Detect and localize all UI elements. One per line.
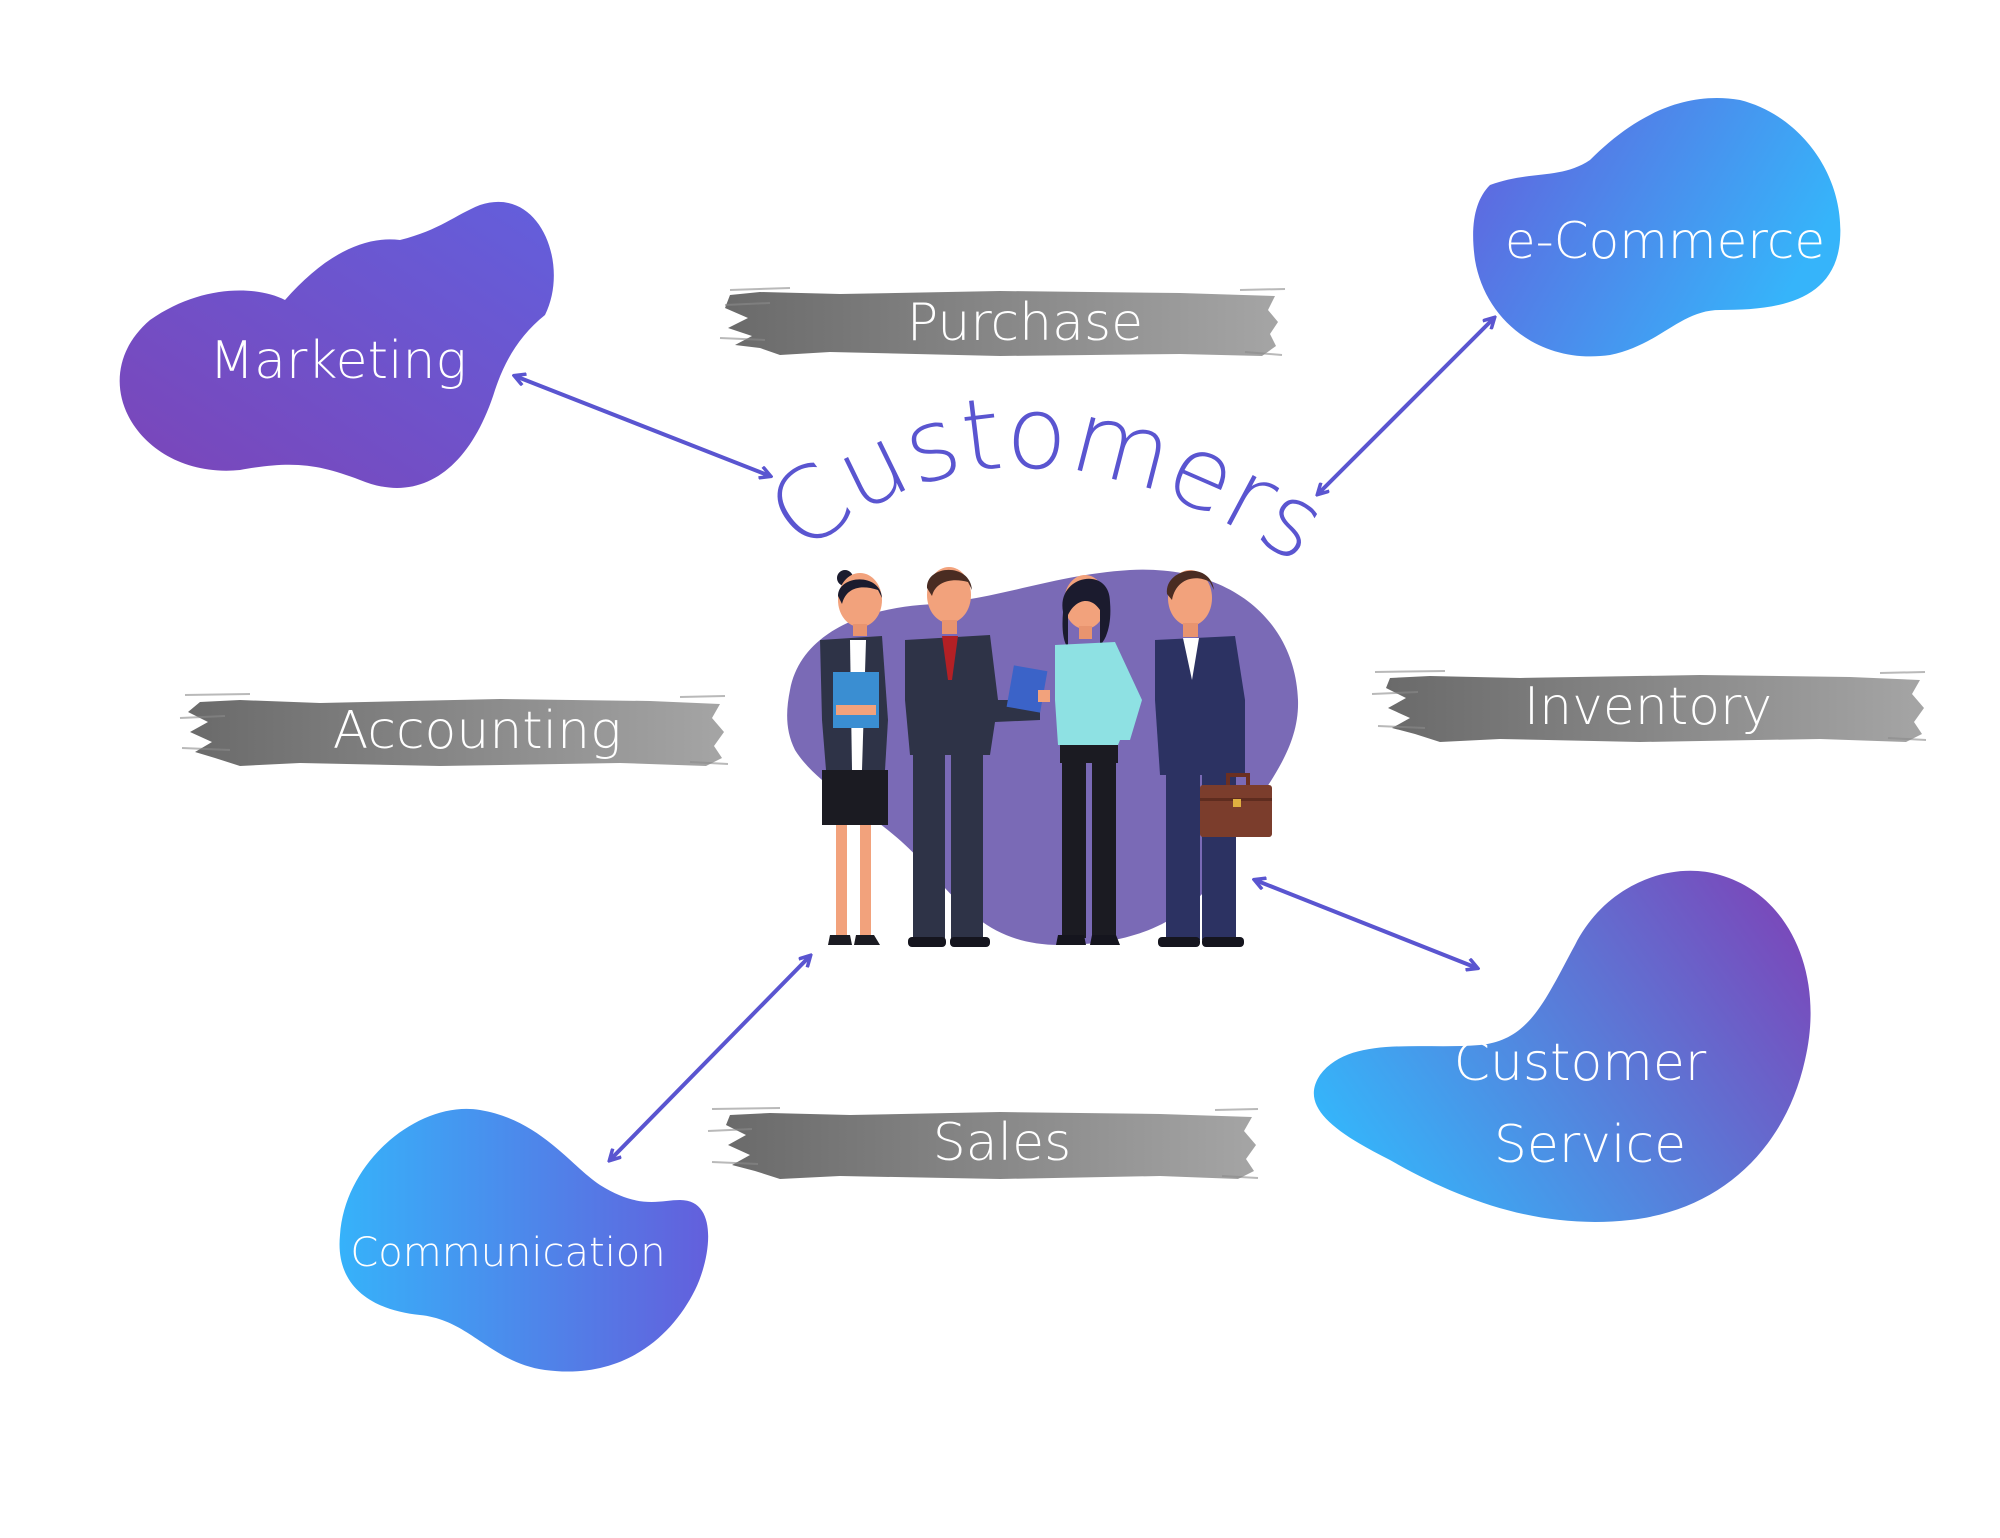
sales-stroke: Sales [707,1107,1259,1179]
accounting-brush-shape [188,699,724,766]
inventory-stroke: Inventory [1371,670,1927,742]
communication-blob: Communication [339,1108,709,1372]
sales-label: Sales [933,1113,1071,1173]
customer-service-label-line2: Service [1494,1115,1686,1175]
ecommerce-blob-shape [1473,98,1841,357]
accounting-stroke: Accounting [179,693,729,766]
arrow-ecommerce-customers [1318,318,1494,494]
marketing-blob-shape [119,201,554,488]
marketing-blob: Marketing [119,201,554,488]
person-man-tie [905,567,1050,947]
person-woman-teal [1055,575,1142,945]
customers-title: Customers [747,374,1347,585]
ecommerce-label: e-Commerce [1505,212,1825,270]
customer-service-label-line1: Customer [1454,1033,1707,1093]
person-man-briefcase [1155,570,1272,947]
communication-label: Communication [350,1230,665,1276]
customers-title-path: Customers [747,374,1347,585]
accounting-brush-streaks [179,693,729,765]
purchase-label: Purchase [907,293,1143,353]
person-woman-folder [820,570,888,945]
purchase-brush-streaks [719,287,1286,356]
arrow-communication-customers [610,956,810,1160]
communication-blob-shape [339,1108,709,1372]
marketing-label: Marketing [209,331,466,391]
inventory-brush-shape [1386,675,1924,742]
customer-service-blob: Customer Service [1313,870,1811,1222]
arrow-customer-service-customers [1255,880,1477,968]
arrow-marketing-customers [515,376,770,476]
customer-service-blob-shape [1313,870,1811,1222]
ecommerce-blob: e-Commerce [1473,98,1841,357]
accounting-label: Accounting [333,701,622,761]
purchase-stroke: Purchase [719,287,1286,356]
sales-brush-shape [726,1112,1256,1179]
customers-illustration [787,567,1299,947]
inventory-label: Inventory [1524,677,1772,737]
inventory-brush-streaks [1371,670,1927,741]
purchase-brush-shape [725,291,1278,356]
